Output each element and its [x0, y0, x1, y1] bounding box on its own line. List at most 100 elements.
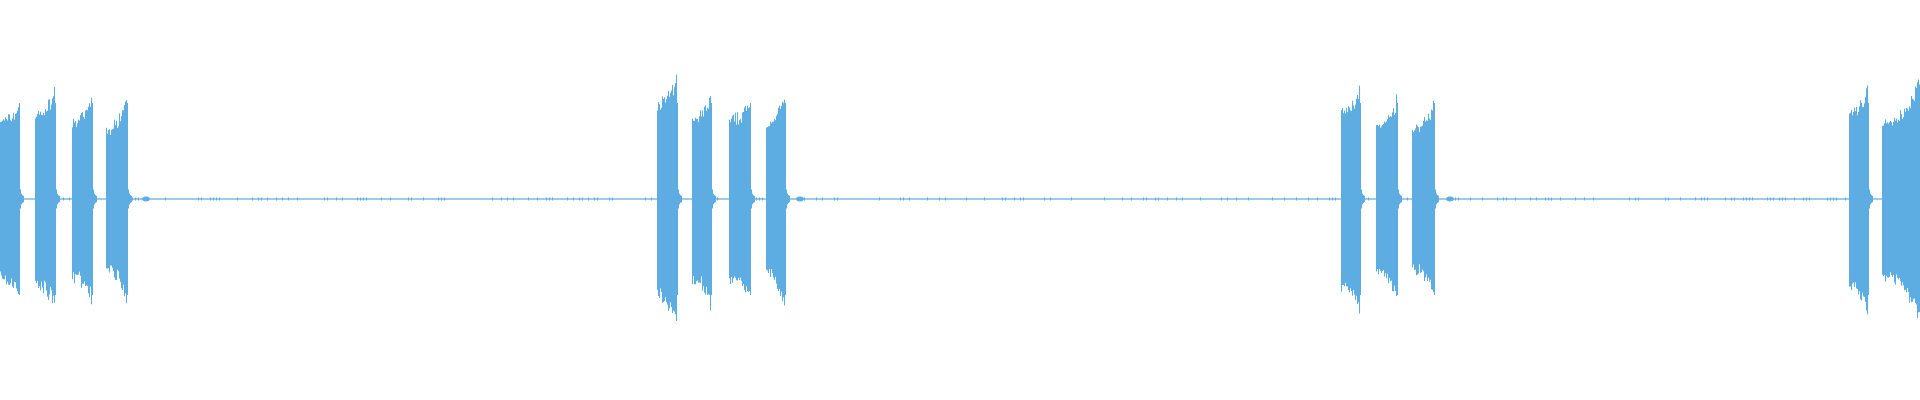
waveform-noise [1437, 197, 1438, 201]
waveform-noise [1425, 197, 1426, 201]
waveform-sample [738, 124, 740, 278]
waveform-noise [1905, 197, 1906, 201]
waveform-sample [47, 110, 49, 297]
waveform-noise [750, 197, 751, 201]
waveform-noise [1725, 197, 1726, 201]
waveform-sample [1886, 123, 1888, 276]
waveform-noise [75, 197, 76, 201]
waveform-sample [1869, 189, 1870, 209]
waveform-sample [1357, 95, 1359, 304]
waveform-burst [35, 86, 60, 304]
waveform-sample [657, 110, 659, 290]
waveform-sample [13, 112, 15, 288]
waveform-noise [1707, 197, 1708, 201]
waveform-noise [381, 197, 382, 201]
waveform-sample [1385, 122, 1387, 274]
waveform-noise [1872, 197, 1873, 201]
waveform-noise [1779, 197, 1780, 201]
waveform-sample [1868, 103, 1869, 295]
waveform-sample [116, 120, 118, 280]
waveform-burst [729, 103, 755, 295]
waveform-noise [729, 197, 730, 201]
waveform-noise [1770, 197, 1771, 201]
waveform-sample [111, 129, 113, 266]
waveform-sample [704, 106, 706, 293]
waveform-noise [1857, 197, 1858, 201]
waveform-noise [135, 197, 136, 201]
waveform-sample [4, 120, 6, 280]
waveform-noise [1785, 197, 1786, 201]
waveform-sample [131, 195, 132, 203]
waveform-noise [390, 197, 391, 201]
waveform-noise [837, 197, 838, 201]
waveform-noise [441, 197, 442, 201]
waveform-sample [1344, 110, 1346, 287]
waveform-sample [1899, 120, 1901, 278]
waveform-noise [357, 197, 358, 201]
waveform-noise [360, 197, 361, 201]
waveform-blip [796, 196, 804, 202]
waveform-noise [1575, 197, 1576, 201]
waveform-sample [94, 193, 95, 205]
waveform-burst [1341, 85, 1365, 314]
waveform-noise [216, 197, 217, 201]
waveform-noise [1560, 197, 1561, 201]
waveform-sample [1864, 103, 1866, 297]
waveform-noise [267, 197, 268, 201]
waveform-sample [1433, 100, 1435, 292]
waveform-noise [1482, 197, 1483, 201]
waveform-burst [766, 99, 790, 306]
waveform-sample [1397, 103, 1398, 295]
waveform-sample [73, 118, 75, 273]
waveform-sample [76, 126, 78, 275]
waveform-noise [1470, 197, 1471, 201]
waveform-noise [120, 197, 121, 201]
waveform-sample [1352, 100, 1354, 296]
waveform-sample [1356, 98, 1358, 296]
waveform-noise [879, 197, 880, 201]
waveform-noise [1836, 197, 1837, 201]
waveform-sample [1348, 106, 1350, 291]
waveform-noise [1248, 197, 1249, 201]
waveform-sample [124, 105, 126, 297]
waveform-sample [1882, 125, 1884, 275]
waveform-sample [40, 111, 42, 291]
waveform-noise [984, 197, 985, 201]
waveform-sample [692, 118, 694, 285]
waveform-noise [423, 197, 424, 201]
waveform-sample [677, 103, 678, 295]
waveform-noise [1014, 197, 1015, 201]
waveform-sample [1430, 119, 1432, 280]
waveform-noise [762, 197, 763, 201]
waveform-sample [1376, 125, 1378, 272]
waveform-noise [939, 197, 940, 201]
waveform-sample [695, 117, 697, 285]
waveform-sample [701, 116, 703, 277]
waveform-noise [327, 197, 328, 201]
waveform-noise [1743, 197, 1744, 201]
waveform-sample [1345, 113, 1347, 283]
waveform-sample [1914, 100, 1916, 299]
waveform-sample [9, 114, 11, 286]
waveform-sample [674, 86, 676, 312]
waveform-noise [909, 197, 910, 201]
waveform-sample [666, 98, 668, 303]
waveform-sample [1391, 116, 1393, 281]
waveform-sample [1351, 110, 1353, 291]
waveform-noise [717, 197, 718, 201]
waveform-noise [1155, 197, 1156, 201]
waveform-sample [1863, 107, 1865, 297]
waveform-sample [1412, 129, 1414, 268]
waveform-noise [1695, 197, 1696, 201]
waveform-sample [84, 118, 86, 282]
waveform-noise [1503, 197, 1504, 201]
waveform-sample [123, 110, 125, 285]
waveform-noise [324, 197, 325, 201]
waveform-noise [1332, 197, 1333, 201]
waveform-sample [1885, 119, 1887, 282]
waveform-sample [785, 103, 786, 295]
waveform-sample [1856, 106, 1858, 289]
waveform-noise [1005, 197, 1006, 201]
